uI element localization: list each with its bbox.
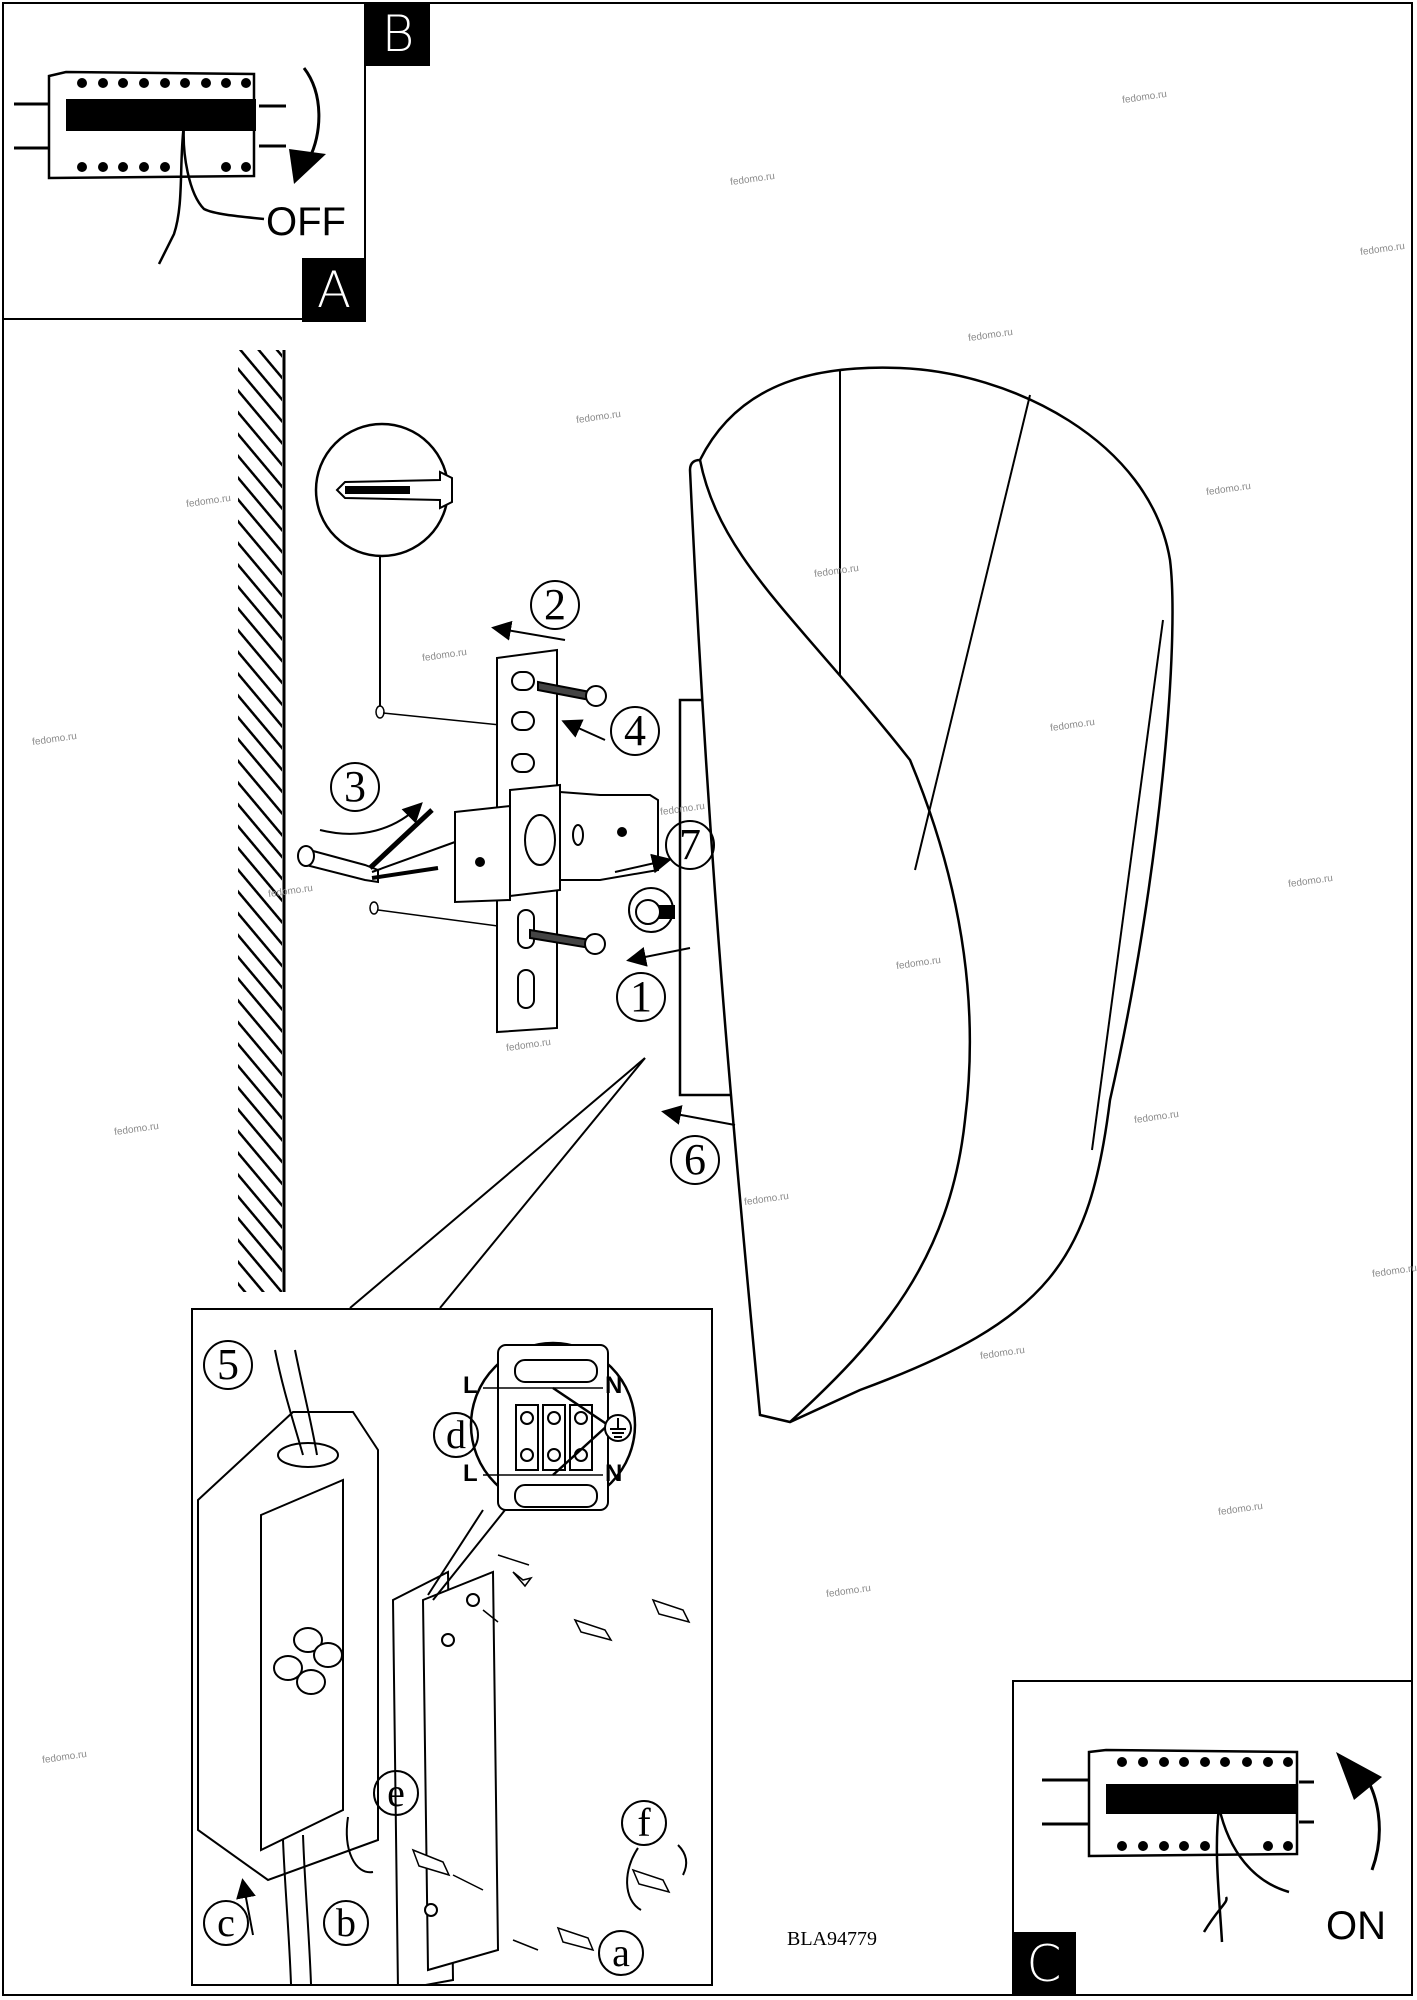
- off-label: OFF: [266, 200, 346, 244]
- terminal-l-top: L: [463, 1372, 478, 1399]
- detail-leader: [349, 1057, 646, 1309]
- terminal-n-bottom: N: [605, 1460, 623, 1487]
- power-on-panel: C ON: [1012, 1680, 1413, 1996]
- sub-step-f-label: f: [621, 1800, 667, 1846]
- step-4-label: 4: [610, 706, 660, 756]
- power-off-panel: B A OFF: [2, 2, 430, 322]
- sub-step-d-label: d: [433, 1412, 479, 1458]
- junction-box-detail: 5 d L N L N e f c b a: [191, 1308, 713, 1986]
- step-badge-b: B: [366, 2, 430, 66]
- sub-step-e-label: e: [373, 1770, 419, 1816]
- step-6-label: 6: [670, 1135, 720, 1185]
- earth-ground-icon: [604, 1414, 632, 1442]
- sub-step-a-label: a: [598, 1930, 644, 1976]
- screws: [529, 680, 675, 955]
- lamp-shade: [678, 366, 1174, 1424]
- circuit-breaker-off-icon: [14, 67, 326, 265]
- terminal-n-top: N: [605, 1372, 623, 1399]
- step-badge-a: A: [302, 258, 366, 322]
- wall-section: [238, 350, 286, 1292]
- model-code: BLA94779: [787, 1928, 877, 1950]
- mains-cable: [297, 808, 456, 884]
- step-3-label: 3: [330, 762, 380, 812]
- circuit-breaker-on-icon: [1042, 1748, 1382, 1943]
- on-label: ON: [1326, 1904, 1386, 1948]
- step-badge-c: C: [1012, 1932, 1076, 1996]
- sub-step-c-label: c: [203, 1900, 249, 1946]
- direction-arrows: [319, 620, 736, 1126]
- junction-box-drawing: [197, 1341, 691, 1984]
- step-1-label: 1: [616, 972, 666, 1022]
- terminal-l-bottom: L: [463, 1460, 478, 1487]
- step-7-label: 7: [665, 820, 715, 870]
- step-2-label: 2: [530, 580, 580, 630]
- sub-step-b-label: b: [323, 1900, 369, 1946]
- wall-plug-callout: [314, 422, 529, 931]
- step-5-label: 5: [203, 1340, 253, 1390]
